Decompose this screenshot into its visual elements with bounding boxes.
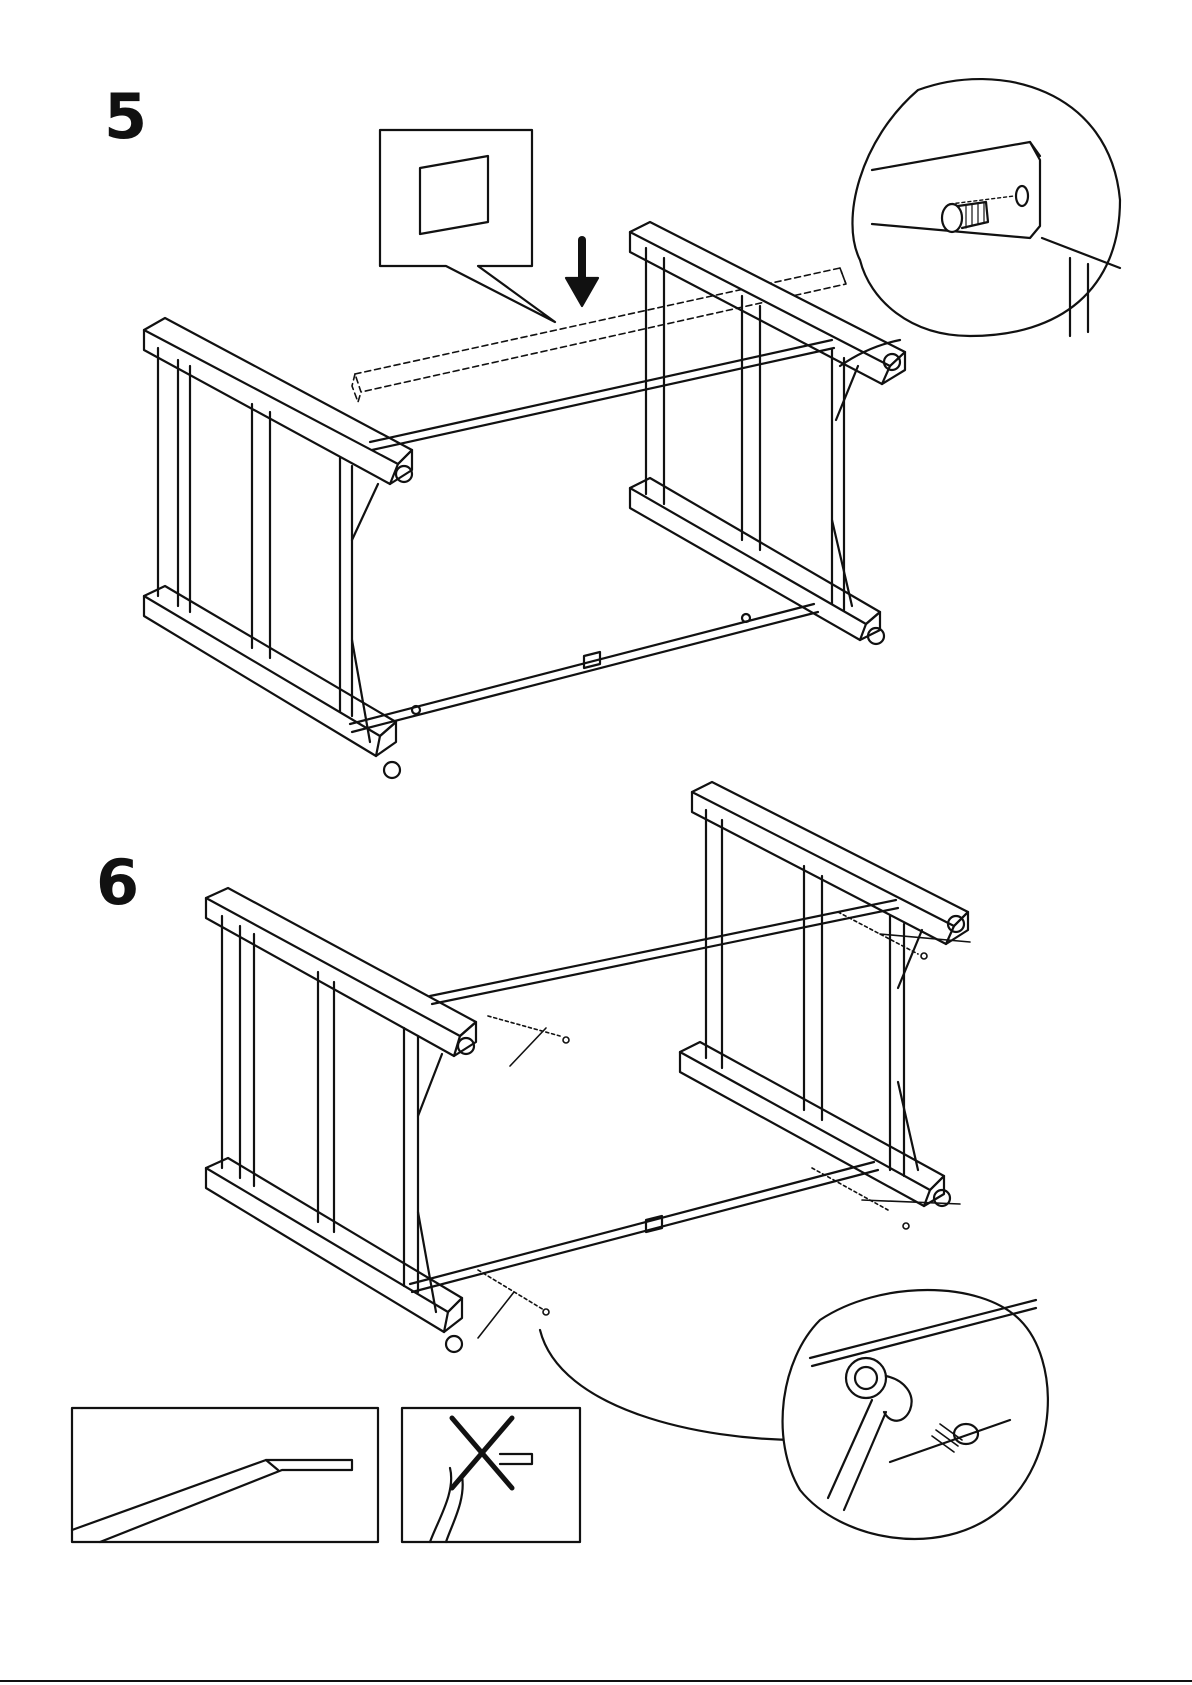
insert-arrow-icon — [566, 240, 598, 306]
left-end-frame-6 — [206, 888, 476, 1352]
step-5-illustration — [144, 79, 1120, 778]
step-6-illustration — [206, 782, 1048, 1539]
page-footer-rule — [0, 1680, 1192, 1682]
left-end-frame — [144, 318, 412, 778]
right-end-frame — [630, 222, 905, 644]
label-callout — [380, 130, 555, 322]
fasteners — [478, 912, 970, 1338]
long-rails-6 — [410, 900, 898, 1292]
right-end-frame-6 — [680, 782, 968, 1206]
zoom-detail-allen-key — [540, 1290, 1048, 1539]
long-rails — [350, 340, 834, 732]
zoom-detail-bolt — [840, 79, 1120, 366]
correct-fit-panel — [72, 1408, 378, 1542]
incorrect-fit-panel — [402, 1408, 580, 1542]
